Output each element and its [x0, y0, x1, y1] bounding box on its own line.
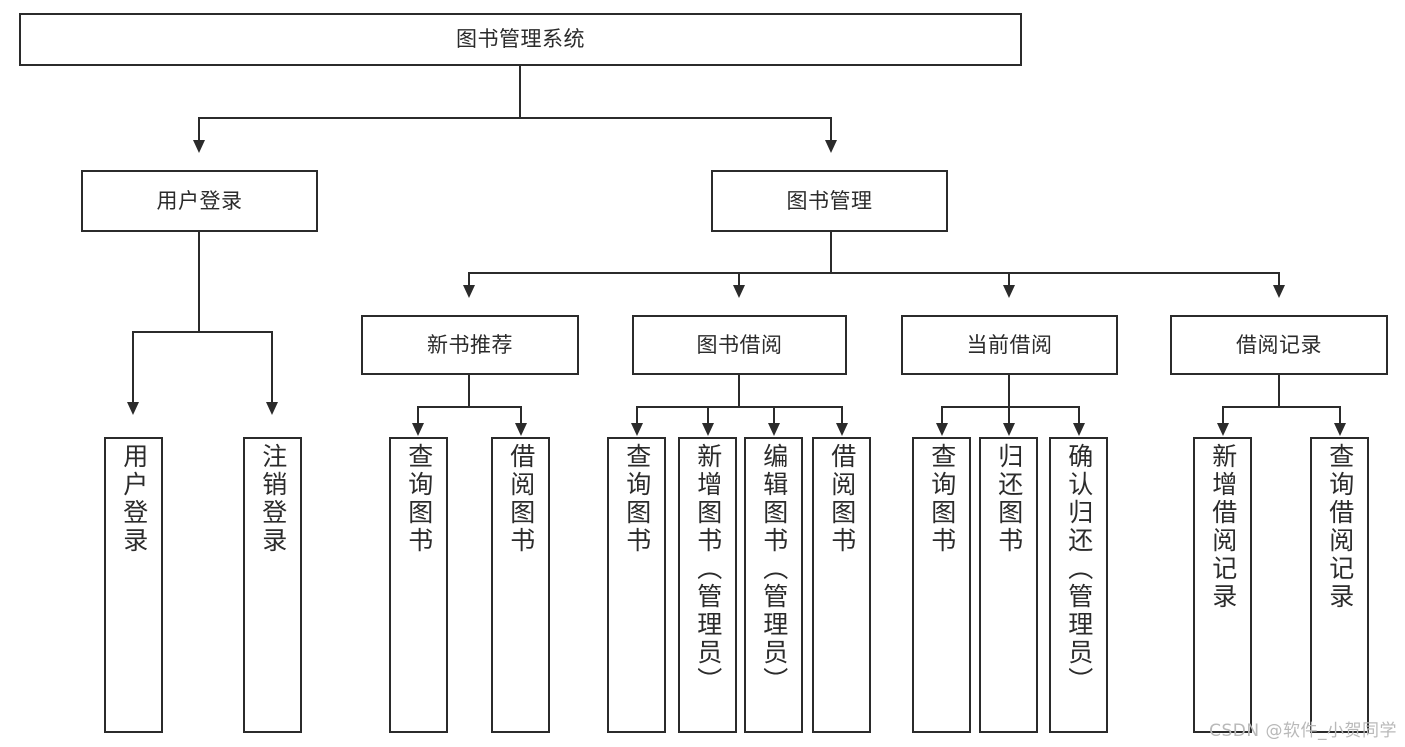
node-label: 确认归还（管理员）	[1064, 443, 1094, 695]
connector-borrow-to-leaf-3	[773, 406, 775, 428]
arrow-bookmgmt-to-current	[1003, 285, 1015, 298]
connector-borrow-to-leaf-4	[841, 406, 843, 428]
node-label: 借阅记录	[1236, 332, 1322, 357]
node-label: 新书推荐	[427, 332, 513, 357]
connector-bookmgmt-to-records	[1278, 272, 1280, 290]
connector-current-to-leaf-1	[941, 406, 943, 428]
leaf-user-login[interactable]: 用户登录	[104, 437, 163, 733]
connector-current-to-leaf-3	[1078, 406, 1080, 428]
connector-records-stem	[1278, 375, 1280, 407]
node-label: 新增借阅记录	[1208, 443, 1238, 611]
node-label: 图书管理系统	[456, 27, 585, 52]
node-book-management[interactable]: 图书管理	[711, 170, 948, 232]
arrow-login-to-leaf-2	[266, 402, 278, 415]
connector-borrow-bus	[636, 406, 842, 408]
node-label: 用户登录	[156, 188, 243, 213]
connector-login-to-leaf-1	[132, 331, 134, 407]
leaf-borrow-book[interactable]: 借阅图书	[812, 437, 871, 733]
node-label: 借阅图书	[827, 443, 857, 555]
leaf-confirm-return-admin[interactable]: 确认归还（管理员）	[1049, 437, 1108, 733]
connector-login-to-leaf-2	[271, 331, 273, 407]
node-root-system[interactable]: 图书管理系统	[19, 13, 1022, 66]
node-label: 当前借阅	[966, 332, 1053, 357]
arrow-borrow-to-leaf-2	[702, 423, 714, 436]
connector-borrow-to-leaf-1	[636, 406, 638, 428]
node-new-book-recommend[interactable]: 新书推荐	[361, 315, 579, 375]
connector-bookmgmt-bus	[468, 272, 1279, 274]
node-label: 借阅图书	[506, 443, 536, 555]
arrow-current-to-leaf-2	[1003, 423, 1015, 436]
arrow-bookmgmt-to-newbook	[463, 285, 475, 298]
connector-current-bus	[941, 406, 1080, 408]
arrow-records-to-leaf-2	[1334, 423, 1346, 436]
leaf-query-book-borrow[interactable]: 查询图书	[607, 437, 666, 733]
connector-bookmgmt-to-newbook	[468, 272, 470, 290]
csdn-watermark: CSDN @软件_小贺同学	[1209, 721, 1397, 741]
connector-borrow-to-leaf-2	[707, 406, 709, 428]
arrow-current-to-leaf-3	[1073, 423, 1085, 436]
arrow-root-to-login	[193, 140, 205, 153]
leaf-add-borrow-record[interactable]: 新增借阅记录	[1193, 437, 1252, 733]
arrow-newbook-to-leaf-1	[412, 423, 424, 436]
arrow-current-to-leaf-1	[936, 423, 948, 436]
arrow-borrow-to-leaf-3	[768, 423, 780, 436]
connector-root-to-bookmgmt	[830, 117, 832, 145]
arrow-borrow-to-leaf-1	[631, 423, 643, 436]
node-current-borrow[interactable]: 当前借阅	[901, 315, 1118, 375]
arrow-login-to-leaf-1	[127, 402, 139, 415]
connector-newbook-to-leaf-1	[417, 406, 419, 428]
node-user-login[interactable]: 用户登录	[81, 170, 318, 232]
node-label: 编辑图书（管理员）	[759, 443, 789, 695]
connector-root-to-login	[198, 117, 200, 145]
connector-bookmgmt-to-borrow	[738, 272, 740, 290]
node-book-borrow[interactable]: 图书借阅	[632, 315, 847, 375]
node-label: 查询图书	[927, 443, 957, 555]
arrow-records-to-leaf-1	[1217, 423, 1229, 436]
connector-newbook-stem	[468, 375, 470, 407]
leaf-query-book-newbook[interactable]: 查询图书	[389, 437, 448, 733]
node-label: 新增图书（管理员）	[693, 443, 723, 695]
connector-root-stem	[519, 66, 521, 118]
arrow-bookmgmt-to-borrow	[733, 285, 745, 298]
connector-root-bus	[198, 117, 832, 119]
node-borrow-records[interactable]: 借阅记录	[1170, 315, 1388, 375]
leaf-borrow-book-newbook[interactable]: 借阅图书	[491, 437, 550, 733]
node-label: 查询图书	[622, 443, 652, 555]
connector-current-to-leaf-2	[1008, 406, 1010, 428]
leaf-logout[interactable]: 注销登录	[243, 437, 302, 733]
node-label: 用户登录	[119, 443, 149, 555]
node-label: 查询图书	[404, 443, 434, 555]
connector-login-bus	[132, 331, 272, 333]
leaf-return-book[interactable]: 归还图书	[979, 437, 1038, 733]
connector-login-stem	[198, 232, 200, 332]
arrow-borrow-to-leaf-4	[836, 423, 848, 436]
arrow-root-to-bookmgmt	[825, 140, 837, 153]
arrow-newbook-to-leaf-2	[515, 423, 527, 436]
connector-records-to-leaf-1	[1222, 406, 1224, 428]
leaf-query-book-current[interactable]: 查询图书	[912, 437, 971, 733]
connector-bookmgmt-to-current	[1008, 272, 1010, 290]
connector-bookmgmt-stem	[830, 232, 832, 273]
leaf-query-borrow-record[interactable]: 查询借阅记录	[1310, 437, 1369, 733]
connector-records-bus	[1222, 406, 1341, 408]
node-label: 查询借阅记录	[1325, 443, 1355, 611]
connector-newbook-to-leaf-2	[520, 406, 522, 428]
node-label: 归还图书	[994, 443, 1024, 555]
connector-records-to-leaf-2	[1339, 406, 1341, 428]
node-label: 注销登录	[258, 443, 288, 555]
connector-newbook-bus	[417, 406, 522, 408]
leaf-add-book-admin[interactable]: 新增图书（管理员）	[678, 437, 737, 733]
arrow-bookmgmt-to-records	[1273, 285, 1285, 298]
node-label: 图书管理	[786, 188, 873, 213]
connector-current-stem	[1008, 375, 1010, 407]
node-label: 图书借阅	[696, 332, 783, 357]
connector-borrow-stem	[738, 375, 740, 407]
leaf-edit-book-admin[interactable]: 编辑图书（管理员）	[744, 437, 803, 733]
